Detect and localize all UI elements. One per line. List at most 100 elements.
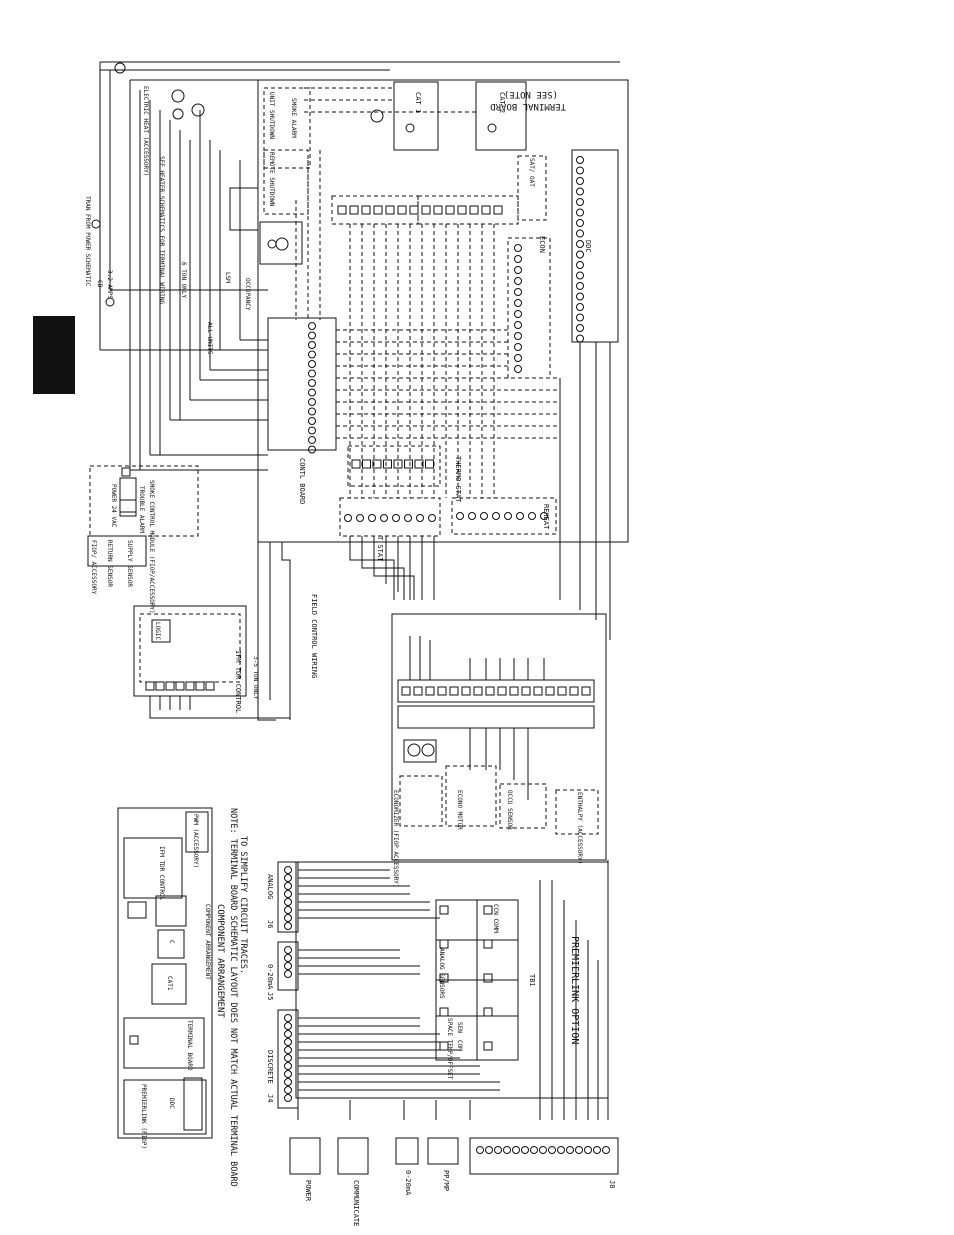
terminal [514,299,522,307]
terminal [308,417,316,425]
smoke-alarm-label: SMOKE ALARM [290,98,297,138]
terminal [473,686,483,696]
terminal [284,866,292,874]
terminal [284,914,292,922]
see-note-label: (SEE NOTE) [504,89,558,99]
terminal [425,459,434,469]
power-label: POWER [304,1180,312,1202]
terminal [468,512,476,520]
terminal [361,205,371,215]
ifm-tdr-control: LOGIC IFM TDR CONTROL 3-5 TON ONLY [133,605,290,719]
six-ton-label: 6 TON ONLY [180,262,187,299]
terminal [457,205,467,215]
econo-motor-label: ECONO MOTOR [456,790,463,830]
component-arrangement-small-label: COMPONENT ARRANGEMENT [204,904,211,980]
terminal [576,334,584,343]
terminal [516,512,524,520]
lsm-label: LSM [224,272,231,283]
terminal [483,1041,493,1051]
terminal [284,1086,292,1094]
terminal [494,1146,502,1154]
terminal [416,514,424,522]
terminal [576,177,584,185]
terminal [514,332,522,340]
econ-ddc-block: ECON DDC SAT/ OAT [507,149,619,379]
terminal [284,1014,292,1022]
terminal [497,686,507,696]
terminal [284,954,292,962]
return-sensor-label: RETURN SENSOR [106,540,113,587]
terminal [545,686,555,696]
terminal [372,459,382,469]
terminal [575,1146,583,1154]
terminal [576,261,584,269]
terminal [576,219,584,227]
occupancy-sensor-label: OCCU SENSOR [506,790,513,830]
terminal [439,973,449,983]
terminal [356,514,364,522]
terminal [284,1022,292,1030]
terminal [581,686,591,696]
terminal [576,240,584,248]
component-arrangement: PREMIERLINK (FIOP) DDC TERMINAL BOARD CA… [117,807,213,1149]
terminal-board-box-label: TERMINAL BOARD [186,1020,193,1071]
terminal [344,514,352,522]
terminal [284,1094,292,1102]
thermostat-block: THERMO-STAT [347,445,462,503]
terminal [362,459,371,469]
cb-label: CB [96,280,103,288]
terminal [308,369,316,378]
terminal [397,205,407,215]
terminal [404,514,412,522]
ccn-comm-label: CCN COMM [492,904,499,933]
left-wire-bundle [100,80,268,471]
terminal [129,1035,139,1045]
terminal [514,310,522,318]
field-control-wiring-label: FIELD CONTROL WIRING [310,594,318,678]
c-box-label: C [168,940,175,944]
terminal [433,205,443,215]
terminal [284,1030,292,1038]
j4-label: J4 [266,1094,274,1102]
terminal [576,229,584,238]
terminal [155,681,165,691]
terminal [428,514,436,522]
terminal [368,514,376,522]
terminal [456,512,464,520]
terminal [514,354,522,362]
terminal [284,874,292,882]
terminal [421,205,431,215]
terminal [514,277,522,285]
terminal [548,1146,556,1154]
terminal [576,187,584,196]
note-line2: TO SIMPLIFY CIRCUIT TRACES. [238,836,248,974]
terminal [351,459,361,469]
economizer-section: ECONOMIZER (FIOP ACCESSORY) ECONO MOTOR … [391,613,607,888]
unit-shutdown-label: UNIT SHUTDOWN [268,92,275,139]
component-arrangement-label: COMPONENT ARRANGEMENT [215,904,225,1018]
tb1-label: TB1 [528,974,536,987]
terminal [576,166,584,175]
trouble-alarm-label: TROUBLE ALARM [138,486,145,533]
terminal [481,205,491,215]
terminal [373,205,383,215]
terminal [284,1054,292,1062]
terminal [284,1070,292,1078]
ddc-box-label: DDC [168,1098,175,1109]
terminal [483,905,493,915]
terminal [195,681,205,691]
terminal [284,1078,292,1086]
sen-label: SEN [456,1022,463,1033]
terminal [483,939,493,949]
terminal [521,686,531,696]
terminal [540,512,548,520]
terminal [308,445,316,454]
terminal [308,331,316,340]
three-five-ton-label: 3-5 TON ONLY [252,656,259,700]
compressor-boards [331,195,519,225]
terminal [566,1146,574,1154]
cat-boxes: CAT 1 CAT 2 [370,81,527,151]
terminal [569,686,579,696]
terminal [576,271,584,280]
